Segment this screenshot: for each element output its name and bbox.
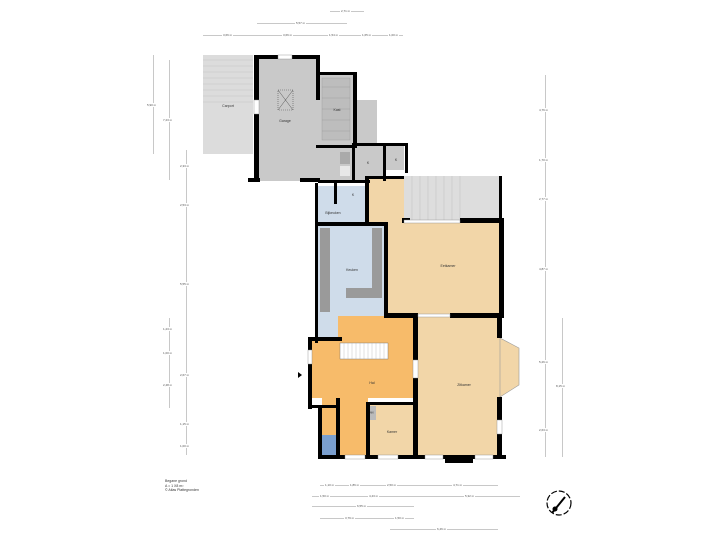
dim-label: 1,86 m [349, 483, 361, 487]
dim-line [320, 485, 498, 486]
dim-label: 3,66 m [282, 33, 294, 37]
dim-label: 4,87 m [538, 267, 550, 271]
dim-label: 4,71 m [452, 483, 464, 487]
dim-line [169, 318, 170, 408]
dim-label: 1,15 m [179, 422, 191, 426]
floor-area: A = 1 X8 m² [165, 483, 184, 488]
room-label-kast: Kast [333, 108, 341, 112]
dim-label: 1,00 m [388, 33, 400, 37]
dim-label: 6,46 m [436, 527, 448, 531]
room-label-k3: K [351, 193, 355, 197]
dim-label: 5,57 m [295, 21, 307, 25]
dim-label: 1,10 m [324, 483, 336, 487]
room-label-eetkamer: Eetkamer [440, 264, 456, 268]
carport-area [203, 55, 253, 154]
dim-label: 4,43 m [368, 494, 380, 498]
dim-line [312, 496, 520, 497]
bijkeuken-area [318, 186, 368, 222]
room-label-zitkamer: Zitkamer [457, 383, 471, 387]
dim-label: 2,50 m [386, 483, 398, 487]
room-label-k2: K [394, 158, 398, 162]
dim-label: 1,00 m [162, 351, 174, 355]
entrance-arrow-icon [298, 372, 302, 378]
garage-area [257, 59, 317, 181]
room-label-mk: MK [370, 411, 374, 415]
dim-label: 5,32 m [464, 494, 476, 498]
dim-label: 1,23 m [162, 327, 174, 331]
dim-label: 1,00 m [179, 444, 191, 448]
dim-line [203, 35, 403, 36]
eetkamer-area [385, 222, 501, 314]
room-label-k1: K [366, 161, 370, 165]
dim-label: 3,79 m [344, 516, 356, 520]
dim-line [320, 518, 414, 519]
dim-label: 1,50 m [394, 516, 406, 520]
dim-line [545, 75, 546, 457]
room-label-carport: Carport [222, 104, 234, 108]
room-label-garage: Garage [279, 119, 291, 123]
dim-label: 2,63 m [538, 428, 550, 432]
room-label-keuken: Keuken [346, 268, 358, 272]
dim-label: 5,90 m [146, 103, 158, 107]
dim-label: 5,26 m [538, 360, 550, 364]
dim-label: 8,15 m [555, 384, 567, 388]
dim-line [186, 150, 187, 455]
room-label-bijkeuken: Bijkeuken [325, 211, 341, 215]
dim-label: 2,77 m [538, 197, 550, 201]
plan-legend: Begane grond A = 1 X8 m² © Atlas Platteg… [165, 479, 199, 493]
room-label-kamer: Kamer [386, 430, 398, 434]
dim-label: 2,67 m [179, 373, 191, 377]
dim-label: 3,66 m [222, 33, 234, 37]
dim-label: 2,48 m [162, 383, 174, 387]
credit: © Atlas Plattegronden [165, 488, 199, 492]
dim-label: 2,33 m [179, 164, 191, 168]
dim-label: 6,55 m [356, 504, 368, 508]
room-label-hal: Hal [369, 381, 375, 385]
dim-label: 2,53 m [179, 203, 191, 207]
dim-label: 1,65 m [361, 33, 373, 37]
dim-label: 4,76 m [538, 108, 550, 112]
zitkamer-area [418, 316, 500, 457]
dim-label: 5,55 m [179, 282, 191, 286]
kamer-area [370, 405, 414, 455]
dim-label: 2,71 m [340, 9, 352, 13]
dim-label: 1,70 m [538, 158, 550, 162]
dim-label: 7,23 m [162, 118, 174, 122]
dim-label: 1,50 m [319, 494, 331, 498]
dim-label: 1,54 m [328, 33, 340, 37]
floor-name: Begane grond [165, 479, 187, 483]
